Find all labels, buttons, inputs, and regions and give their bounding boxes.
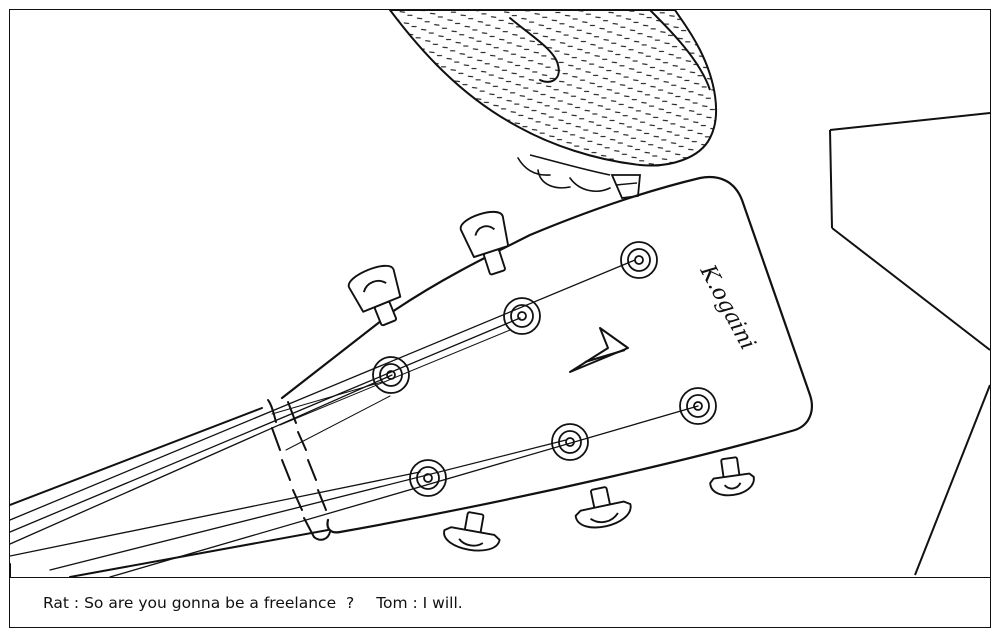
guitar-strings: [10, 259, 699, 577]
headstock-logo-icon: [569, 327, 629, 373]
headstock-signature: K.ogaini: [694, 260, 760, 354]
caption-line-tom: Tom : I will.: [376, 594, 463, 612]
string-post-icon: [372, 241, 717, 497]
guitar-headstock: [280, 175, 813, 534]
caption-divider: [10, 577, 990, 578]
dialogue-caption: Rat : So are you gonna be a freelance ? T…: [10, 579, 990, 627]
furry-hand: [389, 10, 717, 199]
comic-panel-frame: K.ogaini Rat : So are you gonna be a fre…: [9, 9, 991, 628]
tuning-peg-icon: [348, 211, 755, 552]
panel-illustration: K.ogaini: [10, 10, 990, 577]
guitar-neck: [10, 407, 329, 577]
guitar-nut: [267, 399, 331, 541]
caption-line-rat: Rat : So are you gonna be a freelance ?: [43, 594, 355, 612]
box-object: [829, 112, 990, 576]
